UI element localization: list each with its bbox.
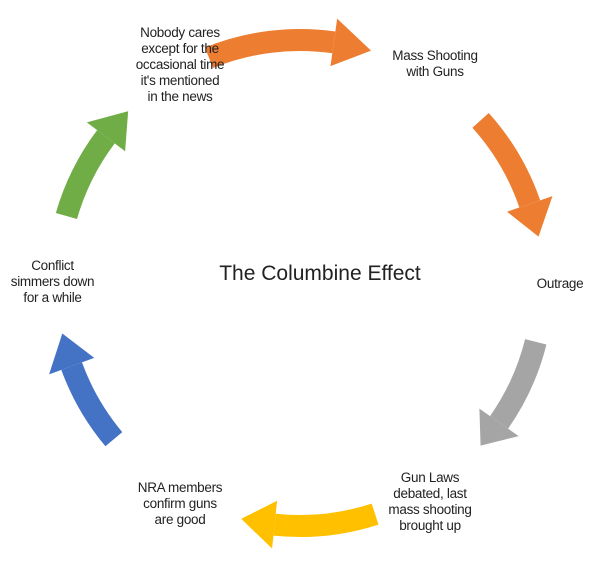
arrow-body bbox=[489, 338, 547, 429]
arrow-head bbox=[49, 333, 95, 375]
arrow-body bbox=[55, 130, 115, 220]
diagram-title: The Columbine Effect bbox=[219, 262, 421, 285]
step-nobody-cares: Nobody cares except for the occasional t… bbox=[135, 25, 225, 104]
step-nra-confirm: NRA members confirm guns are good bbox=[137, 480, 223, 527]
arrow-head bbox=[330, 18, 372, 67]
arrow-body bbox=[61, 362, 123, 447]
step-conflict-simmers: Conflict simmers down for a while bbox=[10, 258, 95, 305]
step-mass-shooting: Mass Shooting with Guns bbox=[392, 48, 478, 79]
arrow-body bbox=[273, 503, 379, 537]
arrow-to-gun-laws-icon bbox=[479, 338, 547, 446]
arrow-head bbox=[241, 500, 278, 549]
arrow-head bbox=[86, 111, 129, 152]
arrow-head bbox=[507, 196, 553, 237]
arrow-head bbox=[479, 408, 519, 446]
arrow-to-nra-icon bbox=[241, 500, 379, 549]
arrow-to-conflict-icon bbox=[49, 333, 123, 447]
arrow-to-nobody-cares-icon bbox=[55, 111, 129, 220]
step-outrage: Outrage bbox=[536, 276, 584, 291]
arrow-to-mass-shooting-icon bbox=[204, 18, 372, 68]
arrow-to-outrage-icon bbox=[472, 113, 553, 237]
arrow-body bbox=[204, 29, 336, 68]
arrow-body bbox=[472, 113, 541, 208]
step-gun-laws-debated: Gun Laws debated, last mass shooting bro… bbox=[388, 470, 472, 533]
